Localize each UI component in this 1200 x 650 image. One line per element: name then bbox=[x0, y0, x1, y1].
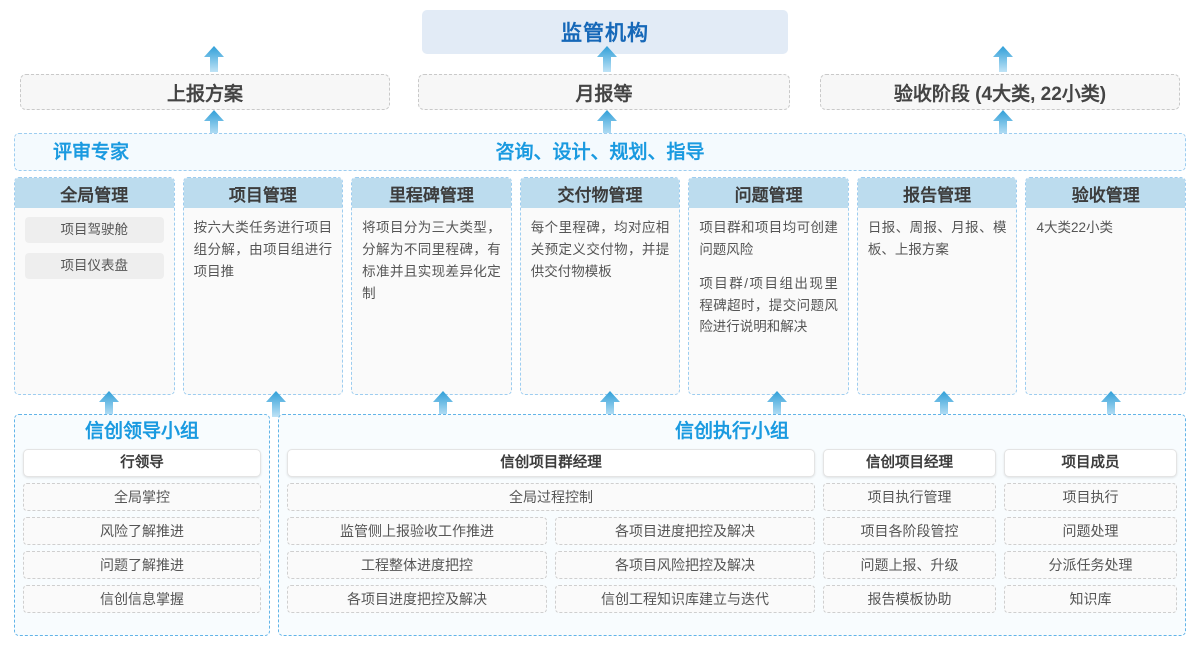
arrow-up-icon bbox=[992, 46, 1014, 72]
column-header: 报告管理 bbox=[857, 178, 1017, 208]
arrow-up-icon bbox=[265, 391, 287, 417]
list-item[interactable]: 工程整体进度把控 bbox=[287, 551, 547, 579]
list-item[interactable]: 项目各阶段管控 bbox=[823, 517, 996, 545]
execution-group-title: 信创执行小组 bbox=[674, 421, 789, 442]
list-item[interactable]: 知识库 bbox=[1004, 585, 1177, 613]
band-title-bar: 评审专家 咨询、设计、规划、指导 bbox=[14, 133, 1186, 171]
arrow-up-icon bbox=[432, 391, 454, 417]
list-item[interactable]: 信创工程知识库建立与迭代 bbox=[555, 585, 815, 613]
feature-pill[interactable]: 项目仪表盘 bbox=[25, 253, 164, 279]
list-item[interactable]: 分派任务处理 bbox=[1004, 551, 1177, 579]
column-body: 日报、周报、月报、模板、上报方案 bbox=[858, 208, 1017, 394]
list-item[interactable]: 全局过程控制 bbox=[287, 483, 815, 511]
list-item[interactable]: 全局掌控 bbox=[23, 483, 261, 511]
column-body: 按六大类任务进行项目组分解，由项目组进行项目推 bbox=[184, 208, 343, 394]
column-paragraph: 4大类22小类 bbox=[1036, 220, 1113, 235]
report-label: 月报等 bbox=[575, 83, 633, 105]
column-paragraph: 日报、周报、月报、模板、上报方案 bbox=[867, 220, 1007, 257]
authority-label: 监管机构 bbox=[561, 22, 649, 45]
list-item[interactable]: 各项目进度把控及解决 bbox=[287, 585, 547, 613]
leadership-list: 行领导 全局掌控 风险了解推进 问题了解推进 信创信息掌握 bbox=[15, 449, 269, 621]
role-header-bank-leader[interactable]: 行领导 bbox=[23, 449, 261, 477]
column-header: 项目管理 bbox=[183, 178, 343, 208]
arrow-up-icon bbox=[98, 391, 120, 417]
authority-box: 监管机构 bbox=[422, 10, 788, 54]
column-header: 交付物管理 bbox=[520, 178, 680, 208]
arrow-up-icon bbox=[596, 46, 618, 72]
management-column-report[interactable]: 报告管理 日报、周报、月报、模板、上报方案 bbox=[856, 177, 1018, 395]
management-column-acceptance[interactable]: 验收管理 4大类22小类 bbox=[1025, 177, 1187, 395]
list-item[interactable]: 项目执行管理 bbox=[823, 483, 996, 511]
column-body: 项目群和项目均可创建问题风险 项目群/项目组出现里程碑超时，提交问题风险进行说明… bbox=[689, 208, 848, 394]
column-paragraph: 项目群/项目组出现里程碑超时，提交问题风险进行说明和解决 bbox=[699, 275, 838, 335]
column-paragraph: 将项目分为三大类型，分解为不同里程碑，有标准并且实现差异化定制 bbox=[362, 220, 501, 301]
execution-group: 信创执行小组 信创项目群经理 全局过程控制 监管侧上报验收工作推进 工程整体进度… bbox=[278, 414, 1186, 636]
management-column-project[interactable]: 项目管理 按六大类任务进行项目组分解，由项目组进行项目推 bbox=[182, 177, 344, 395]
feature-pill[interactable]: 项目驾驶舱 bbox=[25, 217, 164, 243]
column-body: 项目驾驶舱 项目仪表盘 bbox=[15, 208, 174, 394]
list-item[interactable]: 各项目进度把控及解决 bbox=[555, 517, 815, 545]
leadership-group: 信创领导小组 行领导 全局掌控 风险了解推进 问题了解推进 信创信息掌握 bbox=[14, 414, 270, 636]
role-header-project-member[interactable]: 项目成员 bbox=[1004, 449, 1177, 477]
column-header: 验收管理 bbox=[1026, 178, 1186, 208]
list-item[interactable]: 监管侧上报验收工作推进 bbox=[287, 517, 547, 545]
list-item[interactable]: 各项目风险把控及解决 bbox=[555, 551, 815, 579]
list-item[interactable]: 问题上报、升级 bbox=[823, 551, 996, 579]
report-box-1: 月报等 bbox=[418, 74, 790, 110]
management-column-deliverable[interactable]: 交付物管理 每个里程碑，均对应相关预定义交付物，并提供交付物模板 bbox=[519, 177, 681, 395]
report-label: 上报方案 bbox=[166, 83, 243, 105]
column-header: 问题管理 bbox=[689, 178, 848, 208]
list-item[interactable]: 信创信息掌握 bbox=[23, 585, 261, 613]
column-paragraph: 按六大类任务进行项目组分解，由项目组进行项目推 bbox=[193, 220, 333, 279]
arrow-up-icon bbox=[992, 110, 1014, 136]
arrow-up-icon bbox=[599, 391, 621, 417]
program-manager-column: 信创项目群经理 全局过程控制 监管侧上报验收工作推进 工程整体进度把控 各项目进… bbox=[287, 449, 815, 613]
arrow-up-icon bbox=[1100, 391, 1122, 417]
list-item[interactable]: 报告模板协助 bbox=[823, 585, 996, 613]
consulting-label: 咨询、设计、规划、指导 bbox=[495, 142, 705, 163]
project-manager-column: 信创项目经理 项目执行管理 项目各阶段管控 问题上报、升级 报告模板协助 bbox=[823, 449, 996, 613]
arrow-up-icon bbox=[203, 110, 225, 136]
list-item[interactable]: 问题处理 bbox=[1004, 517, 1177, 545]
role-header-project-manager[interactable]: 信创项目经理 bbox=[823, 449, 996, 477]
report-row: 上报方案 月报等 验收阶段 (4大类, 22小类) bbox=[0, 74, 1200, 110]
arrow-up-icon bbox=[933, 391, 955, 417]
list-item[interactable]: 项目执行 bbox=[1004, 483, 1177, 511]
role-header-program-manager[interactable]: 信创项目群经理 bbox=[287, 449, 815, 477]
column-header: 全局管理 bbox=[15, 178, 174, 208]
report-label: 验收阶段 (4大类, 22小类) bbox=[893, 83, 1107, 105]
column-body: 每个里程碑，均对应相关预定义交付物，并提供交付物模板 bbox=[521, 208, 680, 394]
management-column-milestone[interactable]: 里程碑管理 将项目分为三大类型，分解为不同里程碑，有标准并且实现差异化定制 bbox=[351, 177, 512, 395]
management-columns: 全局管理 项目驾驶舱 项目仪表盘 项目管理 按六大类任务进行项目组分解，由项目组… bbox=[14, 177, 1187, 395]
column-body: 4大类22小类 bbox=[1026, 208, 1185, 394]
project-member-column: 项目成员 项目执行 问题处理 分派任务处理 知识库 bbox=[1004, 449, 1177, 613]
list-item[interactable]: 问题了解推进 bbox=[23, 551, 261, 579]
management-column-issue[interactable]: 问题管理 项目群和项目均可创建问题风险 项目群/项目组出现里程碑超时，提交问题风… bbox=[688, 177, 849, 395]
program-manager-left-list: 监管侧上报验收工作推进 工程整体进度把控 各项目进度把控及解决 bbox=[287, 511, 547, 613]
report-box-2: 验收阶段 (4大类, 22小类) bbox=[820, 74, 1180, 110]
column-paragraph: 每个里程碑，均对应相关预定义交付物，并提供交付物模板 bbox=[530, 220, 670, 279]
execution-columns: 信创项目群经理 全局过程控制 监管侧上报验收工作推进 工程整体进度把控 各项目进… bbox=[279, 449, 1185, 621]
teams-band: 信创领导小组 行领导 全局掌控 风险了解推进 问题了解推进 信创信息掌握 信创执… bbox=[14, 414, 1186, 636]
management-column-global[interactable]: 全局管理 项目驾驶舱 项目仪表盘 bbox=[14, 177, 175, 395]
leadership-group-title: 信创领导小组 bbox=[84, 421, 199, 442]
column-body: 将项目分为三大类型，分解为不同里程碑，有标准并且实现差异化定制 bbox=[352, 208, 511, 394]
arrow-up-icon bbox=[596, 110, 618, 136]
report-box-0: 上报方案 bbox=[20, 74, 390, 110]
arrow-up-icon bbox=[203, 46, 225, 72]
column-header: 里程碑管理 bbox=[352, 178, 511, 208]
arrow-up-icon bbox=[766, 391, 788, 417]
program-manager-right-list: 各项目进度把控及解决 各项目风险把控及解决 信创工程知识库建立与迭代 bbox=[555, 511, 815, 613]
column-paragraph: 项目群和项目均可创建问题风险 bbox=[699, 220, 838, 257]
program-manager-subcolumns: 监管侧上报验收工作推进 工程整体进度把控 各项目进度把控及解决 各项目进度把控及… bbox=[287, 511, 815, 613]
review-experts-label: 评审专家 bbox=[53, 142, 130, 163]
list-item[interactable]: 风险了解推进 bbox=[23, 517, 261, 545]
management-band: 评审专家 咨询、设计、规划、指导 全局管理 项目驾驶舱 项目仪表盘 项目管理 按… bbox=[14, 133, 1187, 395]
